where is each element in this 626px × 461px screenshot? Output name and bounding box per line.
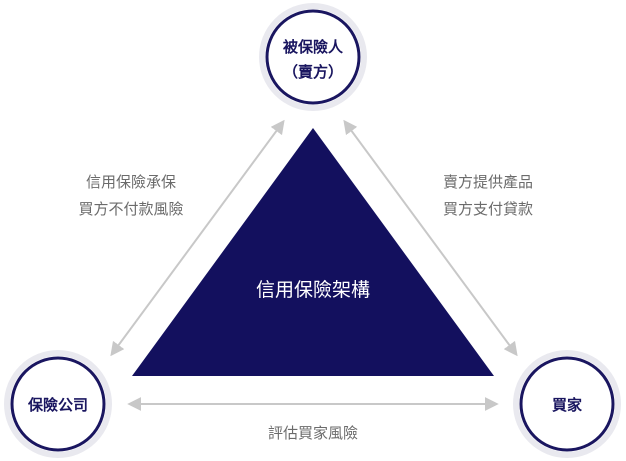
arrow-left-edge (110, 119, 285, 357)
center-label: 信用保險架構 (256, 279, 370, 301)
node-right-label: 買家 (552, 396, 582, 414)
arrow-right-edge (343, 119, 518, 357)
edge-bottom-label: 評估買家風險 (268, 424, 358, 442)
node-left-insurer: 保險公司 (4, 350, 112, 458)
edge-right-line2: 買方支付貸款 (443, 200, 533, 218)
node-top-line1: 被保險人 (283, 38, 344, 56)
node-right-buyer: 買家 (513, 350, 621, 458)
edge-left-line2: 買方不付款風險 (78, 200, 183, 218)
node-left-label: 保險公司 (27, 396, 88, 414)
node-top-line2: （賣方） (283, 63, 343, 81)
edge-right-line1: 賣方提供產品 (443, 173, 533, 191)
edge-left-line1: 信用保險承保 (86, 173, 176, 191)
node-top-insured-seller: 被保險人 （賣方） (259, 3, 367, 111)
